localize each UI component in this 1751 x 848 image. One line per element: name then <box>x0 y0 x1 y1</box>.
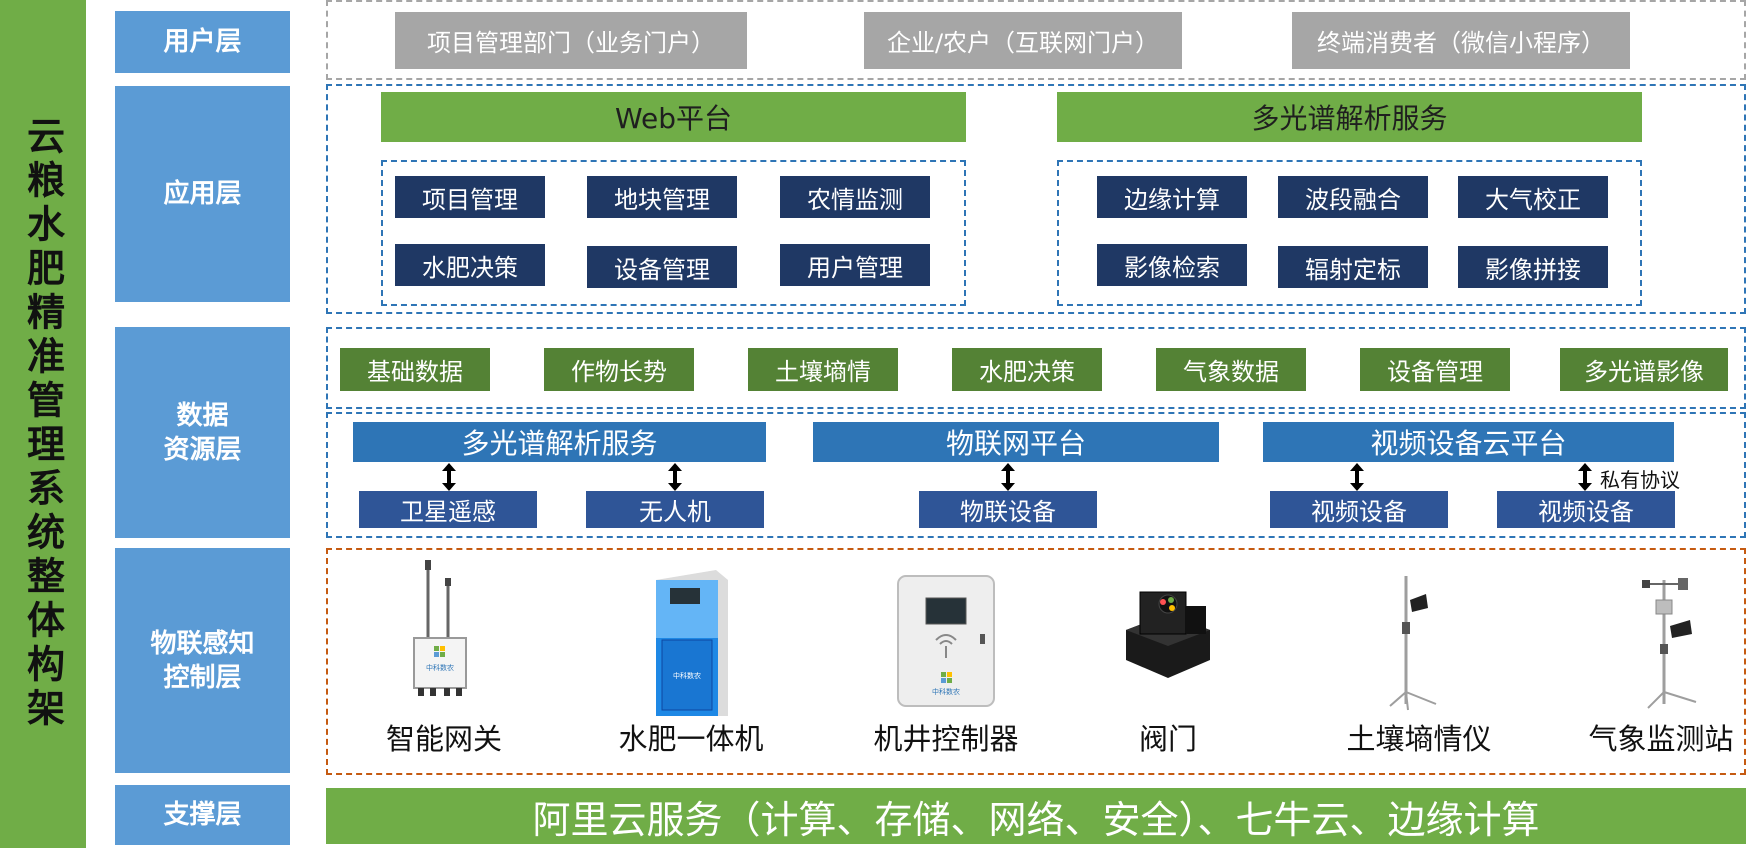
soil-meter-image <box>1384 574 1454 712</box>
data-chip-basic: 基础数据 <box>340 348 490 391</box>
support-layer-bar: 阿里云服务（计算、存储、网络、安全）、七牛云、边缘计算 <box>326 788 1746 844</box>
well-controller-brand-text: 中科数农 <box>932 687 960 696</box>
data-platforms-frame <box>326 412 1746 538</box>
user-portal-project-dept: 项目管理部门（业务门户） <box>395 12 747 69</box>
fertigation-brand-text: 中科数农 <box>673 671 701 680</box>
data-video-device-1: 视频设备 <box>1270 491 1448 528</box>
data-chip-growth: 作物长势 <box>544 348 694 391</box>
arrow-video-device-1 <box>1350 463 1364 491</box>
data-video-device-2: 视频设备 <box>1497 491 1675 528</box>
app-item-user-mgmt: 用户管理 <box>780 244 930 286</box>
app-item-fertigation-decision: 水肥决策 <box>395 244 545 286</box>
data-chip-fertigation: 水肥决策 <box>952 348 1102 391</box>
arrow-satellite <box>442 463 456 491</box>
device-label-soil-meter: 土壤墒情仪 <box>1346 722 1492 756</box>
iot-layer-frame <box>326 548 1746 775</box>
app-layer-frame <box>326 84 1746 314</box>
ms-item-image-search: 影像检索 <box>1097 244 1247 286</box>
ms-item-atmos-correction: 大气校正 <box>1458 176 1608 218</box>
layer-label-data: 数据 资源层 <box>115 327 290 538</box>
device-label-weather-station: 气象监测站 <box>1588 722 1734 756</box>
ms-item-image-mosaic: 影像拼接 <box>1458 246 1608 288</box>
data-chip-soil: 土壤墒情 <box>748 348 898 391</box>
data-iot-platform: 物联网平台 <box>813 422 1219 462</box>
arrow-iot-device <box>1001 463 1015 491</box>
ms-item-radiometric-calib: 辐射定标 <box>1278 246 1428 288</box>
layer-label-app: 应用层 <box>115 86 290 302</box>
private-protocol-note: 私有协议 <box>1600 468 1680 492</box>
app-item-plot-mgmt: 地块管理 <box>587 176 737 218</box>
web-platform-frame <box>381 160 966 306</box>
well-controller-image: 中科数农 <box>896 574 996 708</box>
data-iot-device: 物联设备 <box>919 491 1097 528</box>
user-portal-enterprise: 企业/农户（互联网门户） <box>864 12 1182 69</box>
device-label-fertigation-machine: 水肥一体机 <box>618 722 764 756</box>
layer-label-iot: 物联感知 控制层 <box>115 548 290 773</box>
arrow-drone <box>668 463 682 491</box>
user-layer-frame <box>326 0 1746 80</box>
app-item-crop-monitor: 农情监测 <box>780 176 930 218</box>
multispectral-service-frame <box>1057 160 1642 306</box>
data-chip-weather: 气象数据 <box>1156 348 1306 391</box>
gateway-image: 中科数农 <box>400 560 480 700</box>
fertigation-machine-image: 中科数农 <box>646 570 736 718</box>
data-drone: 无人机 <box>586 491 764 528</box>
data-chips-frame <box>326 327 1746 409</box>
arrow-video-device-2 <box>1578 463 1592 491</box>
data-chip-device: 设备管理 <box>1360 348 1510 391</box>
layer-label-user: 用户层 <box>115 11 290 73</box>
ms-item-edge-compute: 边缘计算 <box>1097 176 1247 218</box>
valve-image <box>1118 580 1218 680</box>
user-portal-consumer: 终端消费者（微信小程序） <box>1292 12 1630 69</box>
data-ms-service: 多光谱解析服务 <box>353 422 766 462</box>
weather-station-image <box>1616 574 1706 712</box>
data-satellite: 卫星遥感 <box>359 491 537 528</box>
data-chip-multispectral: 多光谱影像 <box>1560 348 1728 391</box>
web-platform-header: Web平台 <box>381 92 966 142</box>
layer-label-support: 支撑层 <box>115 785 290 845</box>
data-video-platform: 视频设备云平台 <box>1263 422 1674 462</box>
device-label-gateway: 智能网关 <box>385 722 502 756</box>
app-item-device-mgmt: 设备管理 <box>587 246 737 288</box>
device-label-well-controller: 机井控制器 <box>873 722 1019 756</box>
ms-item-band-fusion: 波段融合 <box>1278 176 1428 218</box>
multispectral-service-header: 多光谱解析服务 <box>1057 92 1642 142</box>
gateway-brand-text: 中科数农 <box>426 663 454 672</box>
system-title-bar: 云粮水肥精准管理系统整体构架 <box>0 0 86 848</box>
app-item-project-mgmt: 项目管理 <box>395 176 545 218</box>
device-label-valve: 阀门 <box>1138 722 1197 756</box>
system-title: 云粮水肥精准管理系统整体构架 <box>20 116 65 732</box>
